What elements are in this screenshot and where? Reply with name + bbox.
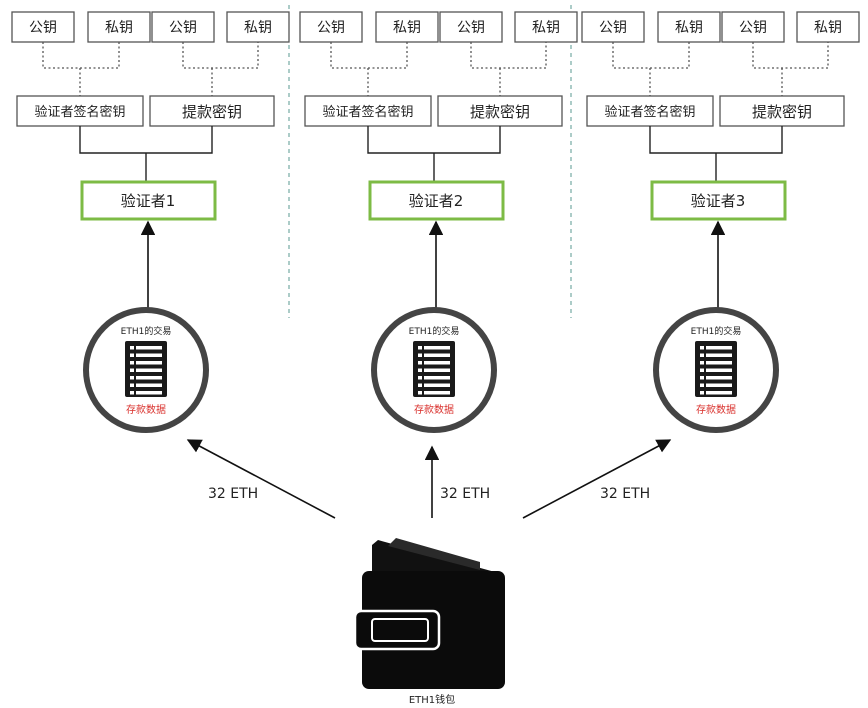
transfer-arrow-1 (186, 439, 336, 519)
withdrawal-private-key-label: 私钥 (532, 20, 560, 36)
deposit-tx-label: ETH1的交易 (691, 325, 742, 337)
wallet-icon (353, 538, 505, 689)
signing-key-label: 验证者签名密钥 (604, 104, 695, 120)
signing-key-label: 验证者签名密钥 (322, 104, 413, 120)
withdrawal-public-key-label: 公钥 (169, 20, 197, 36)
deposit-data-label: 存款数据 (414, 403, 454, 416)
withdrawal-private-key-box (226, 11, 290, 43)
signing-private-key-label: 私钥 (105, 20, 133, 36)
transfer-amount-1: 32 ETH (208, 486, 258, 502)
validator-name: 验证者1 (121, 192, 176, 210)
validator-name: 验证者2 (409, 192, 464, 210)
withdrawal-key-box (149, 95, 275, 127)
transfer-amount-2: 32 ETH (440, 486, 490, 502)
signing-key-connector (330, 42, 408, 96)
document-icon (695, 341, 737, 397)
deposit-data-label: 存款数据 (126, 403, 166, 416)
withdrawal-public-key-box (721, 11, 785, 43)
signing-public-key-box (299, 11, 363, 43)
wallet-label: ETH1钱包 (409, 693, 455, 706)
signing-public-key-box (581, 11, 645, 43)
withdrawal-key-label: 提款密钥 (470, 103, 530, 121)
validator-connector (649, 126, 783, 182)
deposit-tx-label: ETH1的交易 (409, 325, 460, 337)
withdrawal-private-key-box (796, 11, 860, 43)
withdrawal-key-connector (470, 42, 547, 96)
validator-box (368, 180, 505, 221)
deposit-data-label: 存款数据 (696, 403, 736, 416)
document-icon (413, 341, 455, 397)
withdrawal-key-label: 提款密钥 (752, 103, 812, 121)
document-icon (125, 341, 167, 397)
withdrawal-private-key-label: 私钥 (244, 20, 272, 36)
deposit-tx-label: ETH1的交易 (121, 325, 172, 337)
validator-box (650, 180, 787, 221)
withdrawal-key-connector (752, 42, 829, 96)
signing-key-connector (612, 42, 690, 96)
withdrawal-key-label: 提款密钥 (182, 103, 242, 121)
withdrawal-private-key-box (514, 11, 578, 43)
validator-connector (79, 126, 213, 182)
signing-public-key-label: 公钥 (317, 20, 345, 36)
withdrawal-private-key-label: 私钥 (814, 20, 842, 36)
validator-connector (367, 126, 501, 182)
withdrawal-public-key-label: 公钥 (739, 20, 767, 36)
signing-public-key-label: 公钥 (29, 20, 57, 36)
transfer-arrow-3 (522, 439, 672, 519)
validator-box (80, 180, 217, 221)
signing-public-key-label: 公钥 (599, 20, 627, 36)
transfer-amount-3: 32 ETH (600, 486, 650, 502)
signing-private-key-box (657, 11, 721, 43)
withdrawal-public-key-box (439, 11, 503, 43)
signing-private-key-box (87, 11, 151, 43)
withdrawal-key-box (719, 95, 845, 127)
signing-private-key-label: 私钥 (393, 20, 421, 36)
signing-private-key-label: 私钥 (675, 20, 703, 36)
validator-name: 验证者3 (691, 192, 746, 210)
signing-public-key-box (11, 11, 75, 43)
signing-key-connector (42, 42, 120, 96)
withdrawal-public-key-label: 公钥 (457, 20, 485, 36)
signing-key-label: 验证者签名密钥 (34, 104, 125, 120)
withdrawal-key-box (437, 95, 563, 127)
withdrawal-key-connector (182, 42, 259, 96)
